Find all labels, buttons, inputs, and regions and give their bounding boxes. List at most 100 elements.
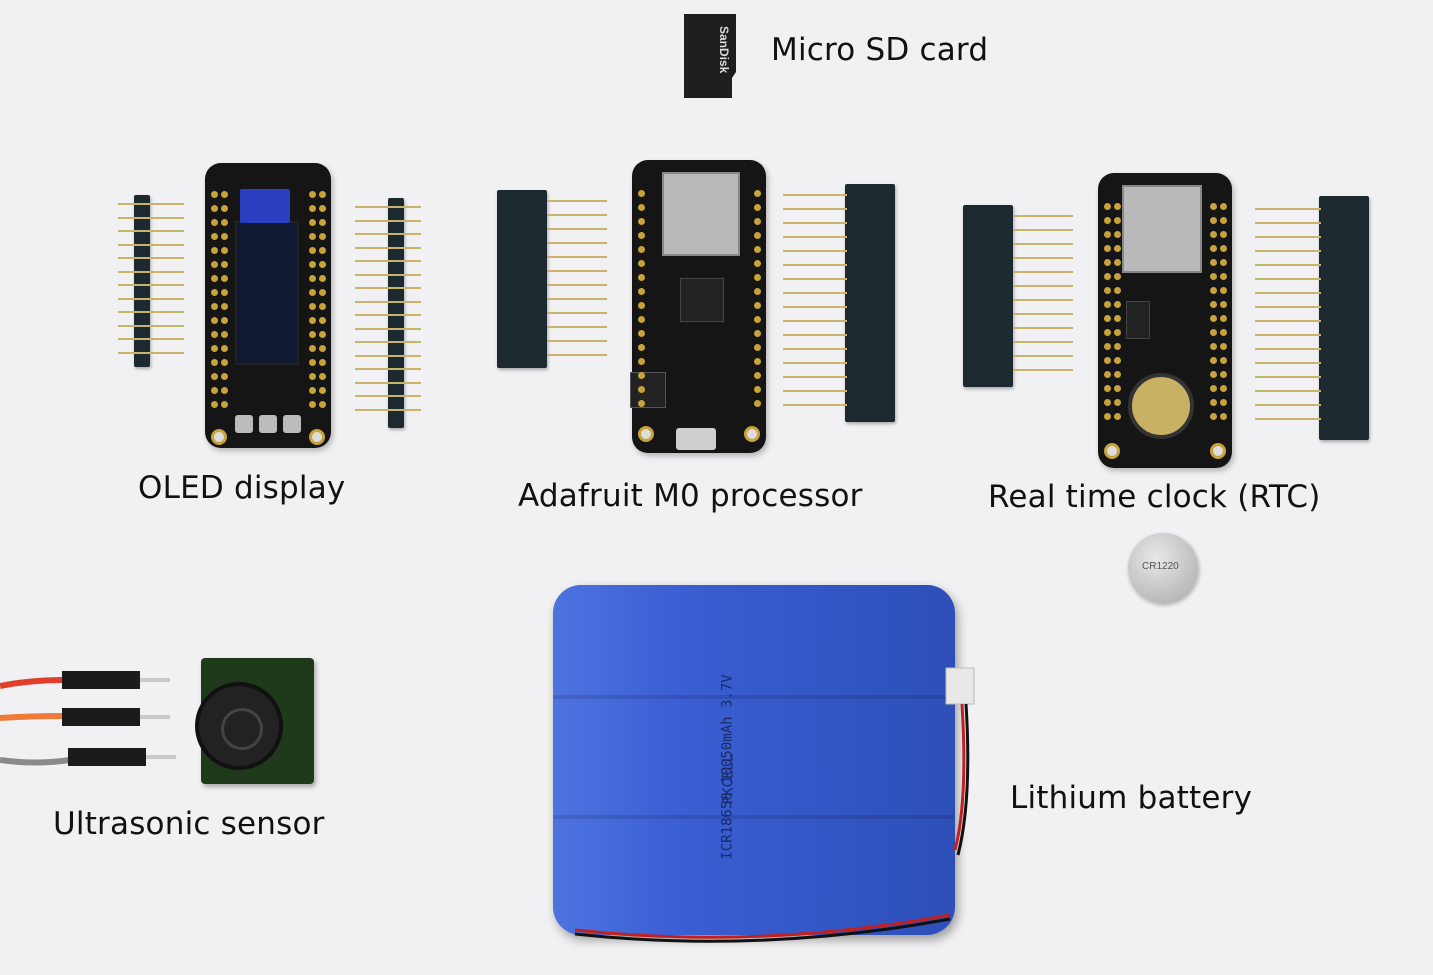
through-hole xyxy=(638,246,645,253)
label-oled-display: OLED display xyxy=(138,470,346,506)
through-hole xyxy=(754,358,761,365)
header-pin xyxy=(547,214,607,216)
through-hole xyxy=(221,205,228,212)
header-pin xyxy=(1013,271,1073,273)
header-pin xyxy=(783,334,847,336)
through-hole xyxy=(211,275,218,282)
through-hole xyxy=(638,218,645,225)
through-hole xyxy=(221,289,228,296)
through-hole xyxy=(638,330,645,337)
header-pin xyxy=(547,312,607,314)
header-pin xyxy=(1255,250,1321,252)
through-hole xyxy=(319,359,326,366)
through-hole xyxy=(319,261,326,268)
through-hole xyxy=(1210,413,1217,420)
header-pin xyxy=(355,246,421,249)
header-pin xyxy=(783,264,847,266)
through-hole xyxy=(1104,413,1111,420)
through-hole xyxy=(1104,357,1111,364)
header-pin xyxy=(118,203,184,205)
header-pin xyxy=(783,194,847,196)
through-hole xyxy=(319,345,326,352)
header-pin xyxy=(118,270,184,273)
oled-screen xyxy=(235,221,299,365)
header-pin xyxy=(547,298,607,300)
through-hole xyxy=(1114,329,1121,336)
through-hole xyxy=(309,247,316,254)
header-pin xyxy=(1013,369,1073,371)
through-hole xyxy=(1220,245,1227,252)
through-hole xyxy=(211,261,218,268)
through-hole xyxy=(638,400,645,407)
label-rtc: Real time clock (RTC) xyxy=(988,479,1321,515)
header-pin xyxy=(118,216,184,219)
through-hole xyxy=(319,219,326,226)
header-pin xyxy=(1013,243,1073,245)
coin-cell-battery: CR1220 xyxy=(1128,533,1198,603)
through-hole xyxy=(319,331,326,338)
through-hole xyxy=(754,386,761,393)
header-pin xyxy=(547,256,607,258)
through-hole xyxy=(1114,371,1121,378)
through-hole xyxy=(638,386,645,393)
coin-cell-text: CR1220 xyxy=(1142,561,1179,572)
oled-left-header xyxy=(118,195,184,367)
through-hole xyxy=(1210,231,1217,238)
through-hole xyxy=(754,232,761,239)
header-pin xyxy=(118,284,184,286)
through-hole xyxy=(221,261,228,268)
through-hole xyxy=(1114,385,1121,392)
through-hole xyxy=(221,247,228,254)
header-pin xyxy=(355,314,421,316)
through-hole xyxy=(1210,371,1217,378)
header-pin xyxy=(1255,348,1321,350)
through-hole xyxy=(754,274,761,281)
through-hole xyxy=(1220,385,1227,392)
through-hole xyxy=(1210,203,1217,210)
through-hole xyxy=(221,345,228,352)
header-pin xyxy=(355,341,421,343)
through-hole xyxy=(1210,315,1217,322)
through-hole xyxy=(309,303,316,310)
oled-connector xyxy=(240,189,290,223)
through-hole xyxy=(1104,273,1111,280)
through-hole xyxy=(638,372,645,379)
through-hole xyxy=(1104,329,1111,336)
header-pin xyxy=(118,338,184,340)
header-pin xyxy=(118,351,184,354)
m0-usb-port xyxy=(676,428,716,450)
through-hole xyxy=(1114,273,1121,280)
through-hole xyxy=(1114,315,1121,322)
through-hole xyxy=(754,344,761,351)
through-hole xyxy=(309,191,316,198)
through-hole xyxy=(1210,329,1217,336)
through-hole xyxy=(754,204,761,211)
header-pin xyxy=(1255,320,1321,322)
through-hole xyxy=(309,345,316,352)
through-hole xyxy=(221,233,228,240)
through-hole xyxy=(319,289,326,296)
through-hole xyxy=(1220,203,1227,210)
header-pin xyxy=(355,408,421,411)
through-hole xyxy=(1220,217,1227,224)
through-hole xyxy=(1210,385,1217,392)
oled-button-c xyxy=(283,415,301,433)
header-pin xyxy=(1255,334,1321,336)
header-pin xyxy=(547,326,607,328)
through-hole xyxy=(309,289,316,296)
through-hole xyxy=(1210,217,1217,224)
through-hole xyxy=(309,331,316,338)
through-hole xyxy=(309,205,316,212)
header-pin xyxy=(547,242,607,244)
rtc-chip xyxy=(1126,301,1150,339)
through-hole xyxy=(221,401,228,408)
header-pin xyxy=(355,273,421,276)
through-hole xyxy=(638,358,645,365)
through-hole xyxy=(309,373,316,380)
through-hole xyxy=(1114,259,1121,266)
through-hole xyxy=(638,204,645,211)
header-pin xyxy=(1255,418,1321,420)
rtc-coin-holder xyxy=(1128,373,1194,439)
through-hole xyxy=(1210,301,1217,308)
through-hole xyxy=(1114,343,1121,350)
